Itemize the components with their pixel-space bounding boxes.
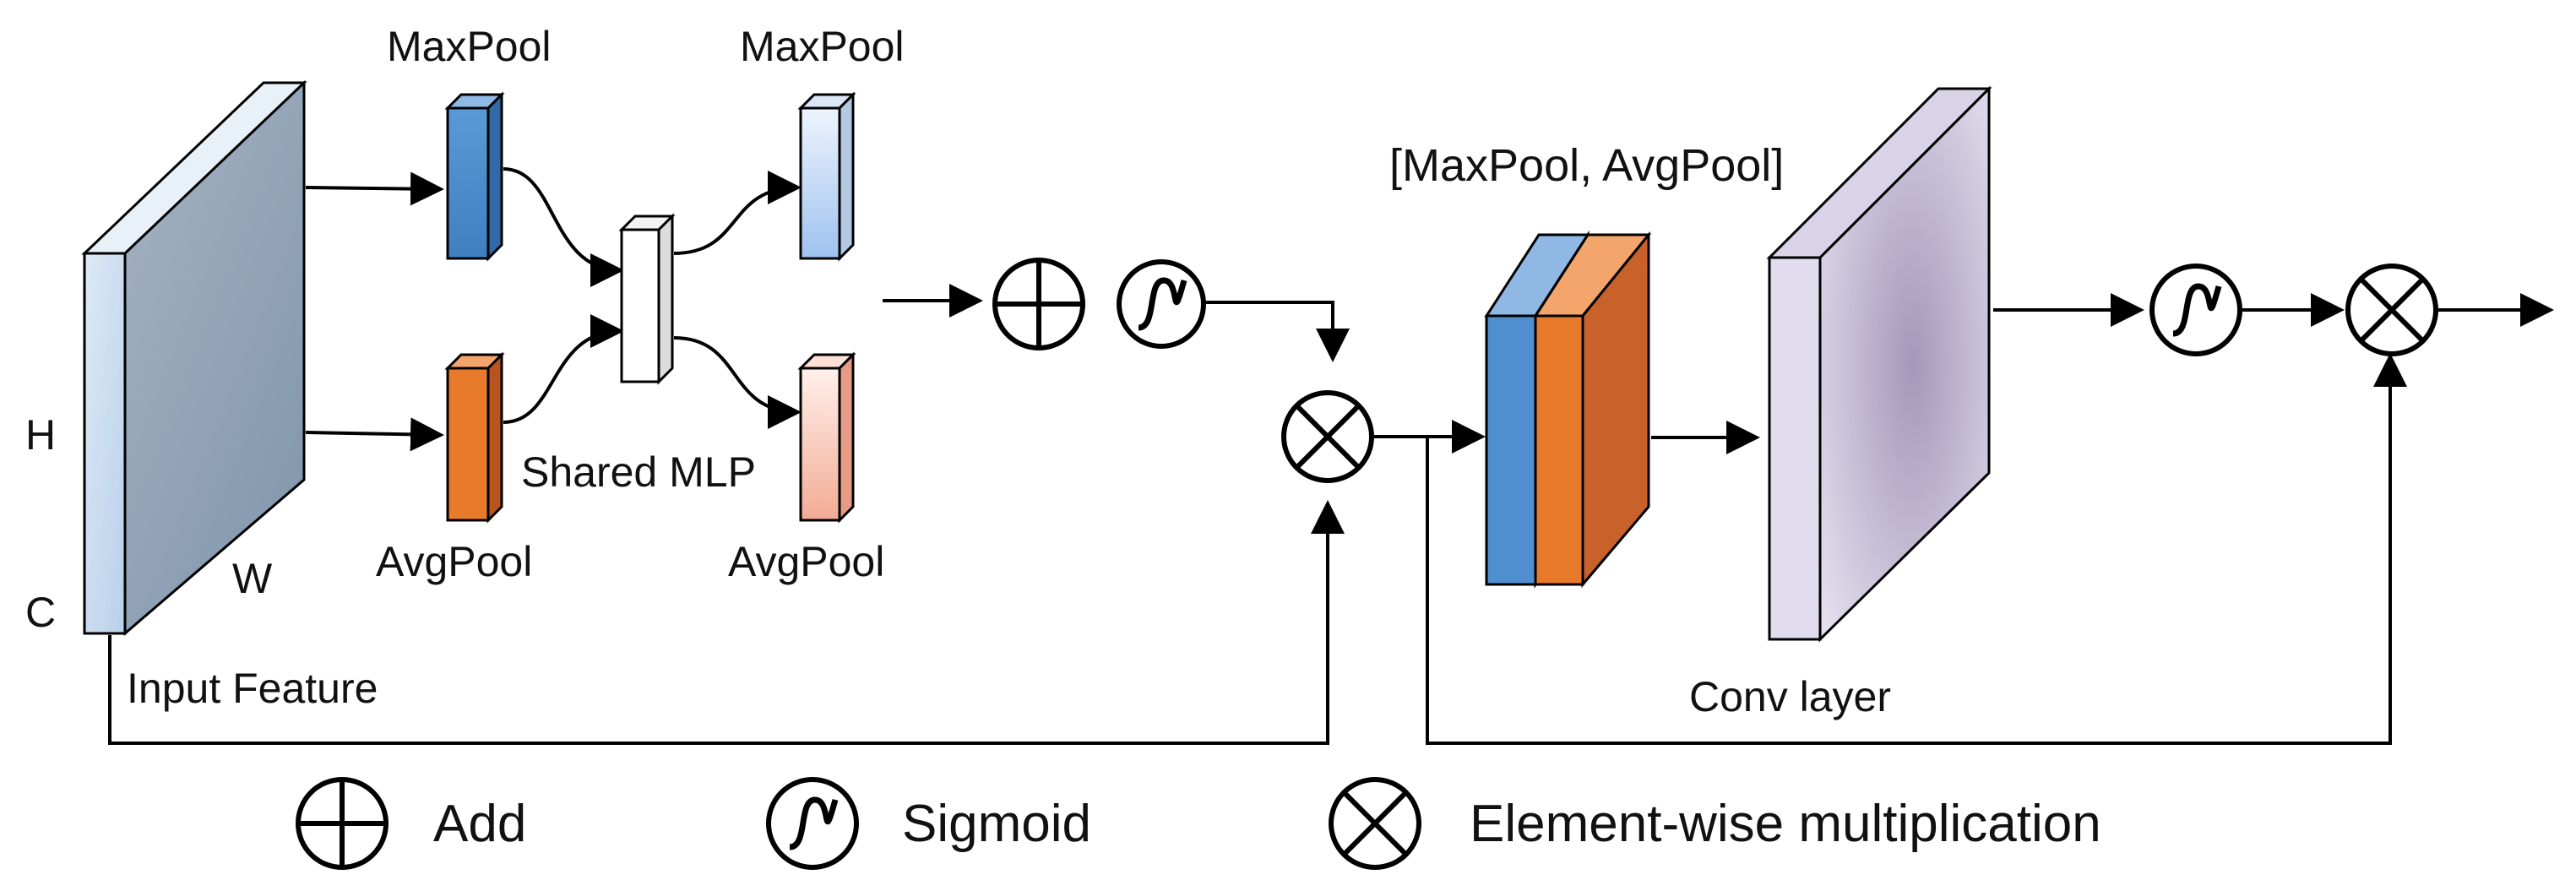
arrow-icon [108, 500, 1345, 745]
maxpool-bar-2 [797, 91, 856, 262]
arrow-icon [305, 417, 444, 452]
arrow-icon [503, 314, 624, 424]
avgpool-bar-1 [444, 351, 505, 524]
arrow-icon [305, 171, 444, 206]
multiply-icon [1281, 390, 1374, 483]
dim-c-label: C [25, 589, 56, 636]
arrow-icon [673, 171, 802, 255]
conv-layer-label: Conv layer [1689, 673, 1891, 720]
sigmoid-icon [1117, 259, 1206, 349]
input-feature-label: Input Feature [127, 665, 378, 712]
avgpool-bar-2 [797, 351, 856, 524]
arrow-icon [503, 167, 624, 287]
shared-mlp-label: Shared MLP [521, 448, 756, 496]
arrow-icon [1205, 301, 1350, 362]
legend-multiply-label: Element-wise multiplication [1470, 795, 2101, 853]
conv-layer-block [1766, 85, 1992, 643]
dim-w-label: W [232, 555, 273, 602]
maxpool-bar-1 [444, 91, 505, 262]
sigmoid-icon [2149, 263, 2242, 356]
legend-add-label: Add [433, 795, 526, 853]
legend-sigmoid-icon [766, 777, 859, 870]
add-icon [992, 258, 1085, 350]
arrow-icon [673, 336, 802, 429]
arrow-icon [1426, 353, 2407, 745]
dim-h-label: H [25, 411, 56, 459]
concat-block [1484, 230, 1652, 589]
multiply-icon [2345, 263, 2438, 356]
maxpool-label-2: MaxPool [740, 23, 905, 70]
concat-label: [MaxPool, AvgPool] [1389, 140, 1784, 191]
maxpool-label-1: MaxPool [387, 23, 552, 70]
legend-add-icon [296, 777, 389, 870]
legend-multiply-icon [1329, 777, 1421, 870]
legend: Add Sigmoid Element-wise multiplication [296, 777, 2101, 870]
legend-sigmoid-label: Sigmoid [902, 795, 1091, 853]
avgpool-label-1: AvgPool [376, 538, 532, 585]
shared-mlp-block [618, 213, 676, 385]
input-feature-block [81, 79, 307, 636]
avgpool-label-2: AvgPool [728, 538, 884, 585]
